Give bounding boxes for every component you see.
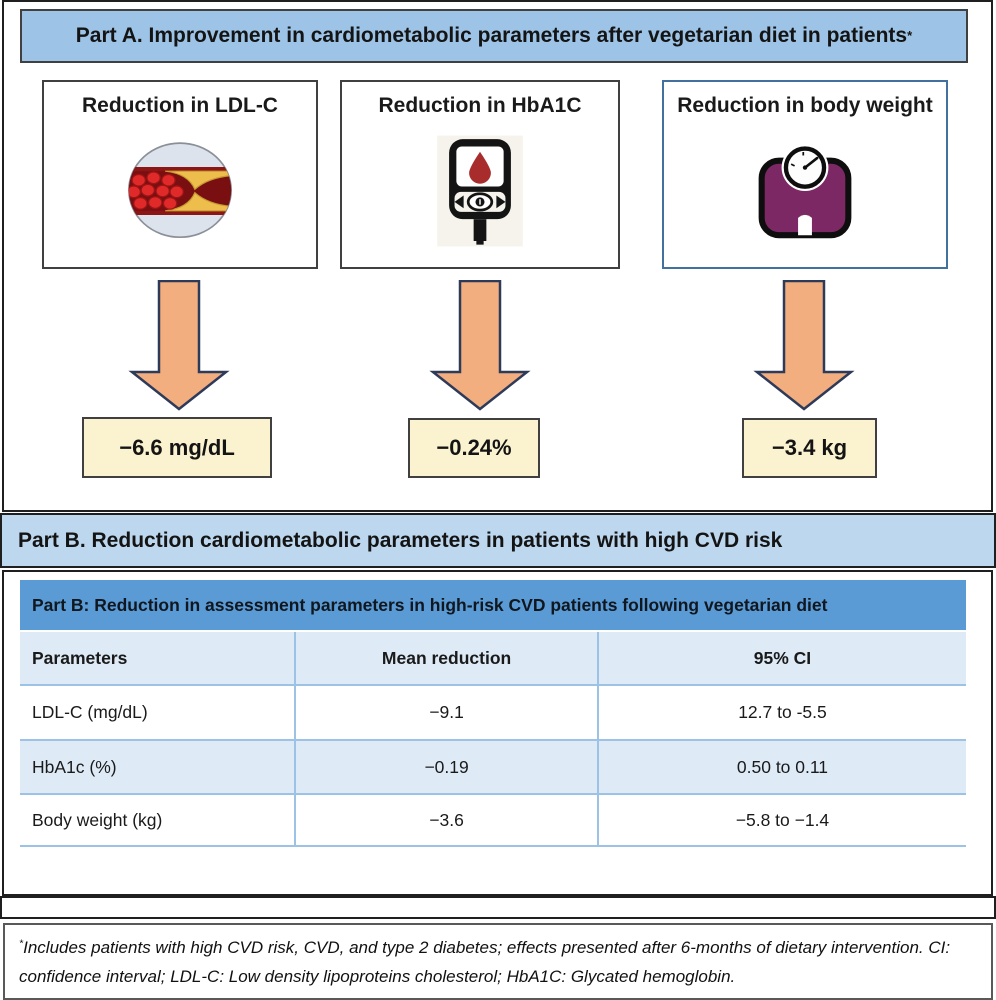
table-cell-parameter: HbA1c (%) (20, 741, 297, 793)
table-cell-parameter: Body weight (kg) (20, 795, 297, 845)
value-box-body-weight: −3.4 kg (742, 418, 877, 478)
glucometer-icon (430, 118, 530, 263)
column-header-parameters: Parameters (20, 632, 297, 684)
footnote-asterisk: * (19, 937, 24, 950)
column-header-ci: 95% CI (753, 647, 812, 668)
column-header-mean-reduction: Mean reduction (296, 632, 599, 684)
spacer-strip (0, 896, 996, 919)
part-b-header: Part B. Reduction cardiometabolic parame… (0, 513, 996, 568)
table-cell-ci: −5.8 to −1.4 (735, 809, 830, 830)
part-a-header: Part A. Improvement in cardiometabolic p… (20, 9, 968, 63)
param-title: Reduction in body weight (677, 94, 933, 117)
table-caption: Part B: Reduction in assessment paramete… (20, 580, 966, 630)
param-box-hba1c: Reduction in HbA1C (340, 80, 620, 269)
down-arrow-icon (429, 280, 531, 411)
table-header-row: Parameters Mean reduction 95% CI (20, 632, 966, 686)
table-cell-mean-reduction: −0.19 (296, 741, 599, 793)
table-row: LDL-C (mg/dL) −9.1 12.7 to -5.5 (20, 686, 966, 741)
down-arrow-icon (753, 280, 855, 411)
table-row: HbA1c (%) −0.19 0.50 to 0.11 (20, 741, 966, 795)
table-cell-ci: 0.50 to 0.11 (736, 756, 829, 777)
part-a-header-text: Part A. Improvement in cardiometabolic p… (75, 24, 908, 47)
param-box-ldlc: Reduction in LDL-C (42, 80, 318, 269)
param-title: Reduction in HbA1C (378, 94, 582, 117)
footnote-text: *Includes patients with high CVD risk, C… (19, 937, 951, 987)
table-cell-ci: 12.7 to -5.5 (738, 702, 827, 722)
table-cell-parameter: LDL-C (mg/dL) (20, 686, 297, 739)
down-arrow-icon (128, 280, 230, 411)
part-b-header-text: Part B. Reduction cardiometabolic parame… (18, 528, 783, 552)
param-box-body-weight: Reduction in body weight (662, 80, 948, 269)
table-cell-mean-reduction: −9.1 (296, 686, 599, 739)
table-cell-mean-reduction: −3.6 (296, 795, 599, 845)
param-title: Reduction in LDL-C (82, 94, 278, 117)
part-b-table-panel: Part B: Reduction in assessment paramete… (2, 570, 993, 896)
value-box-ldlc: −6.6 mg/dL (82, 417, 272, 478)
part-b-table: Parameters Mean reduction 95% CI LDL-C (… (20, 632, 966, 847)
blocked-artery-icon (122, 118, 238, 263)
value-box-hba1c: −0.24% (408, 418, 540, 478)
part-a-panel: Part A. Improvement in cardiometabolic p… (2, 0, 993, 512)
weight-scale-icon (753, 118, 857, 263)
footnote-panel: *Includes patients with high CVD risk, C… (3, 923, 993, 1000)
table-row: Body weight (kg) −3.6 −5.8 to −1.4 (20, 795, 966, 847)
